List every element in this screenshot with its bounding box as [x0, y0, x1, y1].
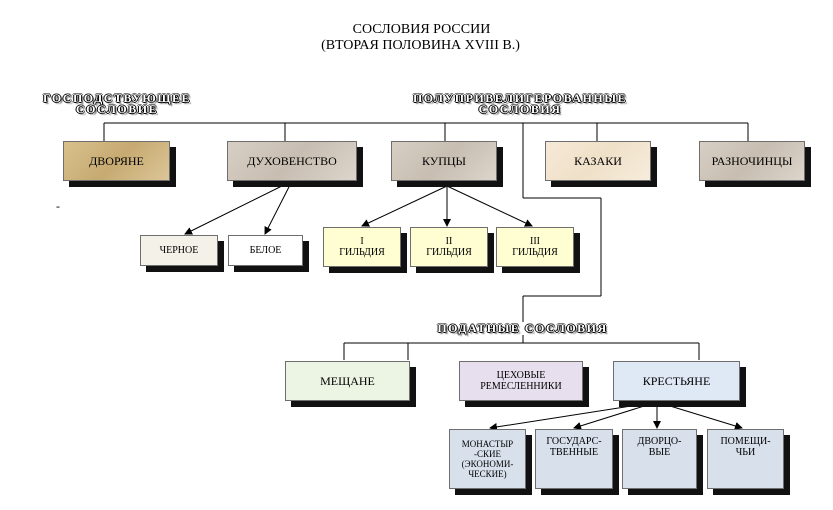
white-clergy-label: БЕЛОЕ: [249, 245, 282, 256]
title-line-2: (ВТОРАЯ ПОЛОВИНА XVIII В.): [321, 38, 520, 53]
ruling-estate-label: ГОСПОДСТВУЮЩЕЕ СОСЛОВИЕ: [42, 91, 191, 116]
merchants-label: КУПЦЫ: [421, 153, 467, 168]
peasants-label: КРЕСТЬЯНЕ: [642, 373, 711, 388]
merchants-box: КУПЦЫ: [391, 141, 497, 181]
guild-3-label: ГИЛЬДИЯ: [512, 247, 558, 258]
raznochintsy-label: РАЗНОЧИНЦЫ: [711, 153, 793, 168]
artisans-box: ЦЕХОВЫЕ РЕМЕСЛЕННИКИ: [459, 361, 583, 401]
guild-3-numeral: III: [529, 236, 540, 247]
guild-3-box: III ГИЛЬДИЯ: [496, 227, 574, 267]
artisans-label-2: РЕМЕСЛЕННИКИ: [480, 381, 562, 392]
guild-1-box: I ГИЛЬДИЯ: [323, 227, 401, 267]
clergy-label: ДУХОВЕНСТВО: [247, 153, 337, 168]
diagram-title: СОСЛОВИЯ РОССИИ (ВТОРАЯ ПОЛОВИНА XVIII В…: [0, 22, 833, 54]
guild-2-box: II ГИЛЬДИЯ: [410, 227, 488, 267]
state-peasants-box: ГОСУДАРС- ТВЕННЫЕ: [535, 429, 613, 489]
clergy-box: ДУХОВЕНСТВО: [227, 141, 357, 181]
townspeople-label: МЕЩАНЕ: [320, 373, 375, 388]
court-peasants-box: ДВОРЦО- ВЫЕ: [622, 429, 697, 489]
monastic-peasants-box: МОНАСТЫР -СКИЕ (ЭКОНОМИ- ЧЕСКИЕ): [449, 429, 526, 489]
peasants-box: КРЕСТЬЯНЕ: [613, 361, 740, 401]
raznochintsy-box: РАЗНОЧИНЦЫ: [699, 141, 805, 181]
stray-mark: -: [56, 199, 60, 213]
guild-2-label: ГИЛЬДИЯ: [426, 247, 472, 258]
cossacks-label: КАЗАКИ: [574, 153, 622, 168]
semi-privileged-label: ПОЛУПРИВЕЛИГЕРОВАННЫЕ СОСЛОВИЯ: [412, 91, 628, 116]
taxed-estates-label: ПОДАТНЫЕ СОСЛОВИЯ: [437, 321, 608, 335]
black-clergy-box: ЧЕРНОЕ: [140, 235, 218, 266]
landlord-peasants-box: ПОМЕЩИ- ЧЬИ: [707, 429, 784, 489]
title-line-1: СОСЛОВИЯ РОССИИ: [352, 22, 491, 37]
guild-1-label: ГИЛЬДИЯ: [339, 247, 385, 258]
guild-1-numeral: I: [360, 236, 364, 247]
guild-2-numeral: II: [445, 236, 453, 247]
townspeople-box: МЕЩАНЕ: [285, 361, 410, 401]
nobility-box: ДВОРЯНЕ: [63, 141, 170, 181]
black-clergy-label: ЧЕРНОЕ: [159, 245, 199, 256]
nobility-label: ДВОРЯНЕ: [89, 153, 144, 168]
artisans-label-1: ЦЕХОВЫЕ: [496, 370, 546, 381]
white-clergy-box: БЕЛОЕ: [228, 235, 303, 266]
cossacks-box: КАЗАКИ: [545, 141, 651, 181]
